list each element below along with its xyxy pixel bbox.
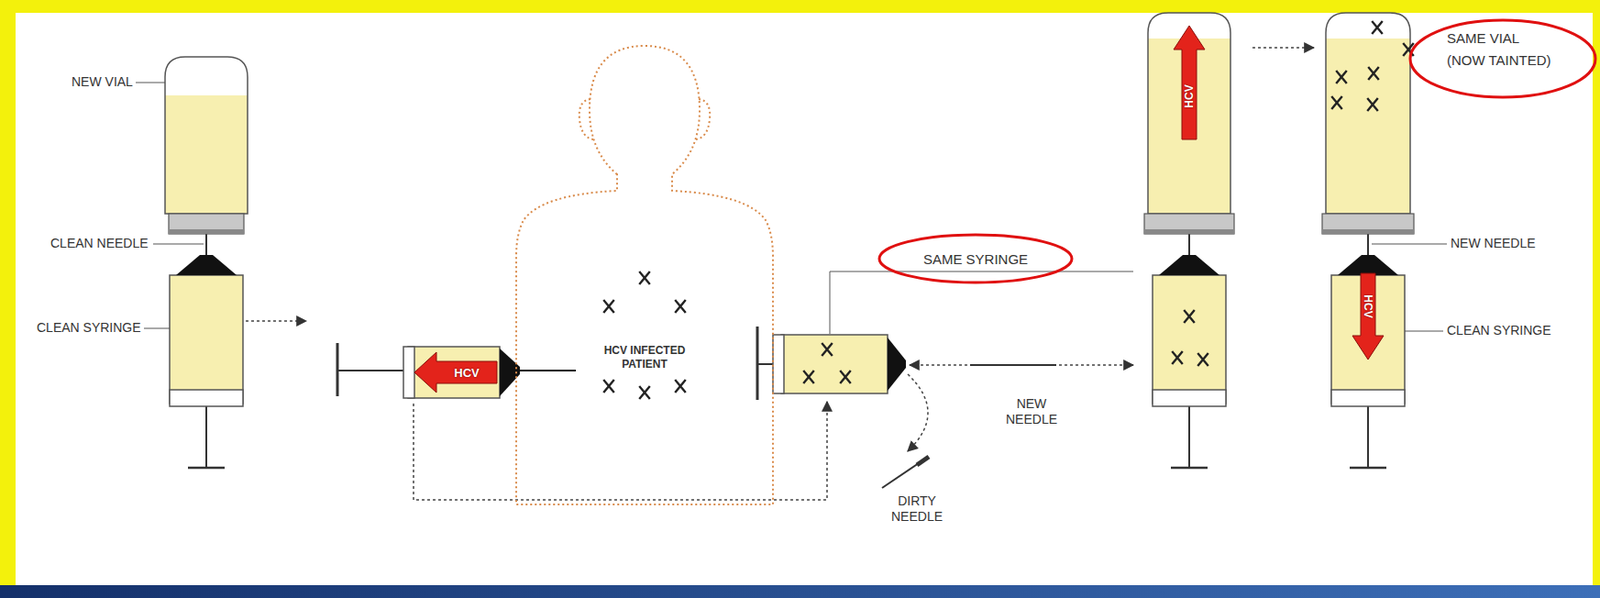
virus-mark <box>1372 22 1382 34</box>
virus-mark <box>1198 353 1208 365</box>
vial-outline <box>165 56 248 214</box>
part-label: CLEAN SYRINGE <box>1446 322 1552 339</box>
vial-liquid <box>165 95 248 214</box>
hcv-label: HCV <box>438 361 496 384</box>
flow-arrow <box>413 401 828 500</box>
plunger-rubber <box>403 346 415 398</box>
discard-arrow <box>907 374 928 452</box>
virus-mark <box>640 272 650 284</box>
patient-outline-shape <box>502 36 787 514</box>
vial-body <box>1147 12 1231 214</box>
vial-cap <box>1322 213 1414 234</box>
leader-line <box>143 328 170 330</box>
clean-syringe <box>169 254 243 468</box>
vial-liquid <box>1325 38 1411 214</box>
vial-cap <box>168 213 244 234</box>
virus-mark <box>840 371 850 383</box>
part-label: NEW VIAL <box>71 74 133 90</box>
virus-mark <box>822 343 832 355</box>
needle <box>519 369 576 372</box>
virus-mark <box>604 300 614 312</box>
virus-mark <box>1184 310 1194 322</box>
virus-mark <box>604 380 614 392</box>
hcv-label: HCV <box>1182 84 1196 108</box>
hcv-label: HCV <box>1361 294 1375 318</box>
hcv-arrow-shape <box>1173 25 1205 140</box>
callout-ellipse-outline <box>1410 20 1596 98</box>
vial-body <box>1325 12 1411 214</box>
flow-arrow <box>1252 46 1314 49</box>
patient-label: HCV INFECTED PATIENT <box>598 343 691 372</box>
vial-outline <box>1147 12 1231 214</box>
callout-text: SAME VIAL (NOW TAINTED) <box>1446 27 1561 72</box>
virus-mark <box>1172 352 1182 364</box>
flow-arrow <box>1059 364 1134 366</box>
virus-mark <box>804 371 814 383</box>
plunger-rubber <box>772 334 784 394</box>
callout-ellipse: SAME SYRINGE <box>877 232 1074 285</box>
vial-cap-rim <box>1144 229 1235 234</box>
vial-cap-rim <box>168 229 244 234</box>
virus-mark <box>675 380 685 392</box>
plunger-rod <box>757 363 775 365</box>
hcv-arrow: HCV <box>1352 273 1384 360</box>
patient-outline-outline <box>516 45 773 505</box>
syringe-barrel <box>408 346 500 398</box>
needle-hub <box>916 456 929 465</box>
new-needle <box>970 364 1057 366</box>
flow-arrow <box>909 364 968 366</box>
leader-line <box>153 243 204 245</box>
vial-cap <box>1144 213 1235 234</box>
virus-mark <box>1368 67 1379 79</box>
hcv-arrow-outline <box>414 352 497 393</box>
hcv-arrow-outline <box>1173 25 1205 140</box>
virus-mark <box>640 386 650 398</box>
vial-outline <box>1325 12 1411 214</box>
leader-line <box>829 271 1134 334</box>
callout-ellipse: SAME VIAL (NOW TAINTED) <box>1408 18 1598 100</box>
leader-line <box>135 82 166 84</box>
leader-line <box>1404 331 1444 332</box>
part-label: CLEAN SYRINGE <box>36 320 142 336</box>
vial-cap-rim <box>1322 229 1414 234</box>
footer-bar <box>0 584 1600 598</box>
contaminated-syringe <box>1152 254 1226 468</box>
vial-body <box>165 56 248 214</box>
patient-outline-outline <box>579 99 711 140</box>
callout-text: SAME SYRINGE <box>877 232 1074 285</box>
syringe-tip <box>887 337 906 391</box>
hcv-arrow: HCV <box>414 352 497 393</box>
syringe-barrel <box>781 334 888 394</box>
slide-background <box>15 12 1593 585</box>
virus-mark <box>1368 99 1378 111</box>
part-label: DIRTY NEEDLE <box>887 493 947 525</box>
virus-mark <box>675 300 685 312</box>
part-label: CLEAN NEEDLE <box>50 235 149 252</box>
plunger-rod <box>337 369 406 372</box>
hcv-arrow: HCV <box>1173 25 1205 140</box>
dirty-needle <box>882 463 919 488</box>
flow-arrow <box>245 320 307 322</box>
leader-line <box>1371 243 1447 245</box>
hcv-arrow-outline <box>1352 273 1384 360</box>
patient-outline: HCV INFECTED PATIENT <box>502 36 787 514</box>
virus-mark <box>1332 97 1342 109</box>
virus-mark <box>1336 71 1347 83</box>
part-label: NEW NEEDLE <box>1450 235 1536 252</box>
part-label: NEW NEEDLE <box>1001 396 1062 428</box>
clean-syringe <box>1331 254 1405 468</box>
